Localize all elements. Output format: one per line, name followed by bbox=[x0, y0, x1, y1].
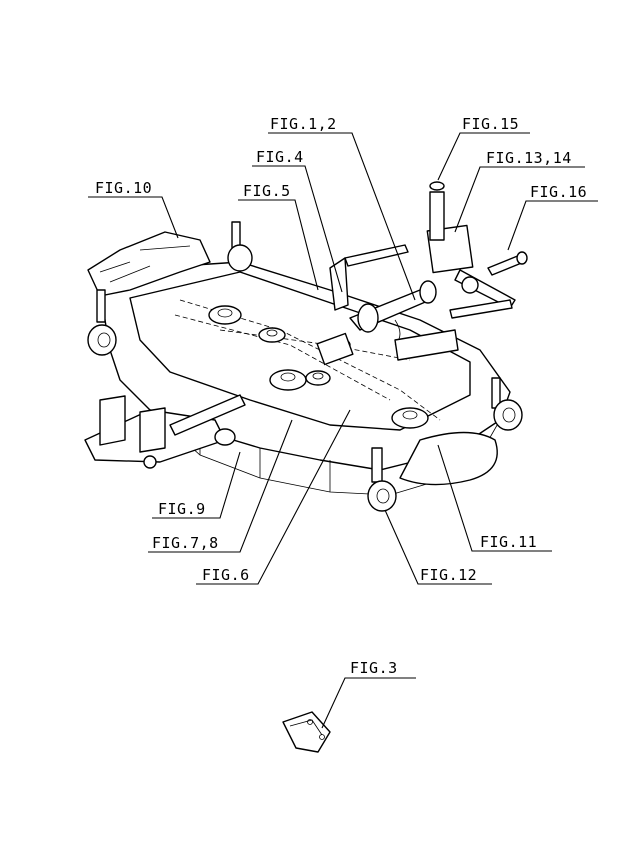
callout-fig-9: FIG.9 bbox=[152, 451, 241, 519]
callout-text: FIG.10 bbox=[95, 179, 152, 197]
callout-fig-3: FIG.3 bbox=[321, 659, 416, 729]
callout-fig-1-2: FIG.1,2 bbox=[268, 115, 416, 301]
spindle-pulleys bbox=[208, 305, 429, 429]
caster-wheels bbox=[87, 221, 523, 512]
callout-text: FIG.15 bbox=[462, 115, 519, 133]
right-guard bbox=[399, 431, 498, 486]
fig-3-part bbox=[282, 711, 331, 753]
callout-text: FIG.16 bbox=[530, 183, 587, 201]
callout-text: FIG.1,2 bbox=[270, 115, 337, 133]
callout-fig-4: FIG.4 bbox=[252, 148, 343, 293]
callout-fig-11: FIG.11 bbox=[437, 444, 552, 552]
callout-fig-12: FIG.12 bbox=[384, 509, 492, 585]
callout-text: FIG.6 bbox=[202, 566, 250, 584]
callout-text: FIG.9 bbox=[158, 500, 206, 518]
callout-fig-6: FIG.6 bbox=[196, 409, 351, 585]
callout-text: FIG.4 bbox=[256, 148, 304, 166]
hitch-linkage bbox=[329, 181, 528, 361]
callout-text: FIG.5 bbox=[243, 182, 291, 200]
callout-text: FIG.11 bbox=[480, 533, 537, 551]
mower-deck-assembly bbox=[84, 181, 528, 512]
callout-fig-15: FIG.15 bbox=[437, 115, 530, 181]
callout-fig-5: FIG.5 bbox=[238, 182, 319, 291]
callout-fig-13-14: FIG.13,14 bbox=[454, 149, 585, 233]
callout-text: FIG.7,8 bbox=[152, 534, 219, 552]
callout-fig-16: FIG.16 bbox=[507, 183, 598, 251]
rear-guard bbox=[87, 231, 211, 297]
callout-text: FIG.12 bbox=[420, 566, 477, 584]
callout-fig-7-8: FIG.7,8 bbox=[148, 419, 293, 553]
callout-text: FIG.13,14 bbox=[486, 149, 572, 167]
gearbox-driveshaft bbox=[316, 280, 437, 366]
callout-fig-10: FIG.10 bbox=[88, 179, 179, 239]
callout-text: FIG.3 bbox=[350, 659, 398, 677]
front-lift-arms bbox=[84, 394, 246, 469]
